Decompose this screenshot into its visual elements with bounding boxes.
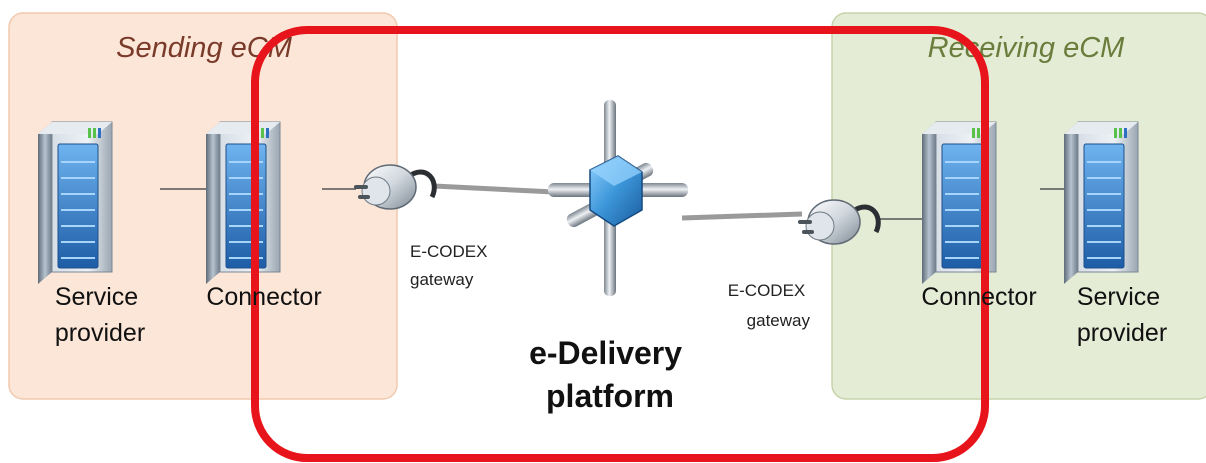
- gateway-right-label: E-CODEX gateway: [728, 281, 811, 330]
- sending-connector-label: Connector: [206, 283, 321, 311]
- sending-connector-server-icon: [205, 121, 281, 285]
- sending-service-provider-label: Service provider: [55, 283, 145, 347]
- receiving-connector-label: Connector: [921, 283, 1036, 311]
- cable-hub-to-right: [681, 211, 803, 221]
- e-delivery-highlight-frame: [251, 26, 989, 462]
- gateway-left-label: E-CODEX gateway: [410, 242, 492, 289]
- receiving-service-provider-label: Service provider: [1077, 283, 1167, 347]
- e-delivery-hub-icon: [548, 100, 688, 296]
- sending-service-provider-server-icon: [37, 121, 113, 285]
- e-delivery-platform-label: e-Delivery platform: [529, 335, 691, 414]
- cable-left-to-hub: [433, 183, 555, 195]
- receiving-service-provider-server-icon: [1063, 121, 1139, 285]
